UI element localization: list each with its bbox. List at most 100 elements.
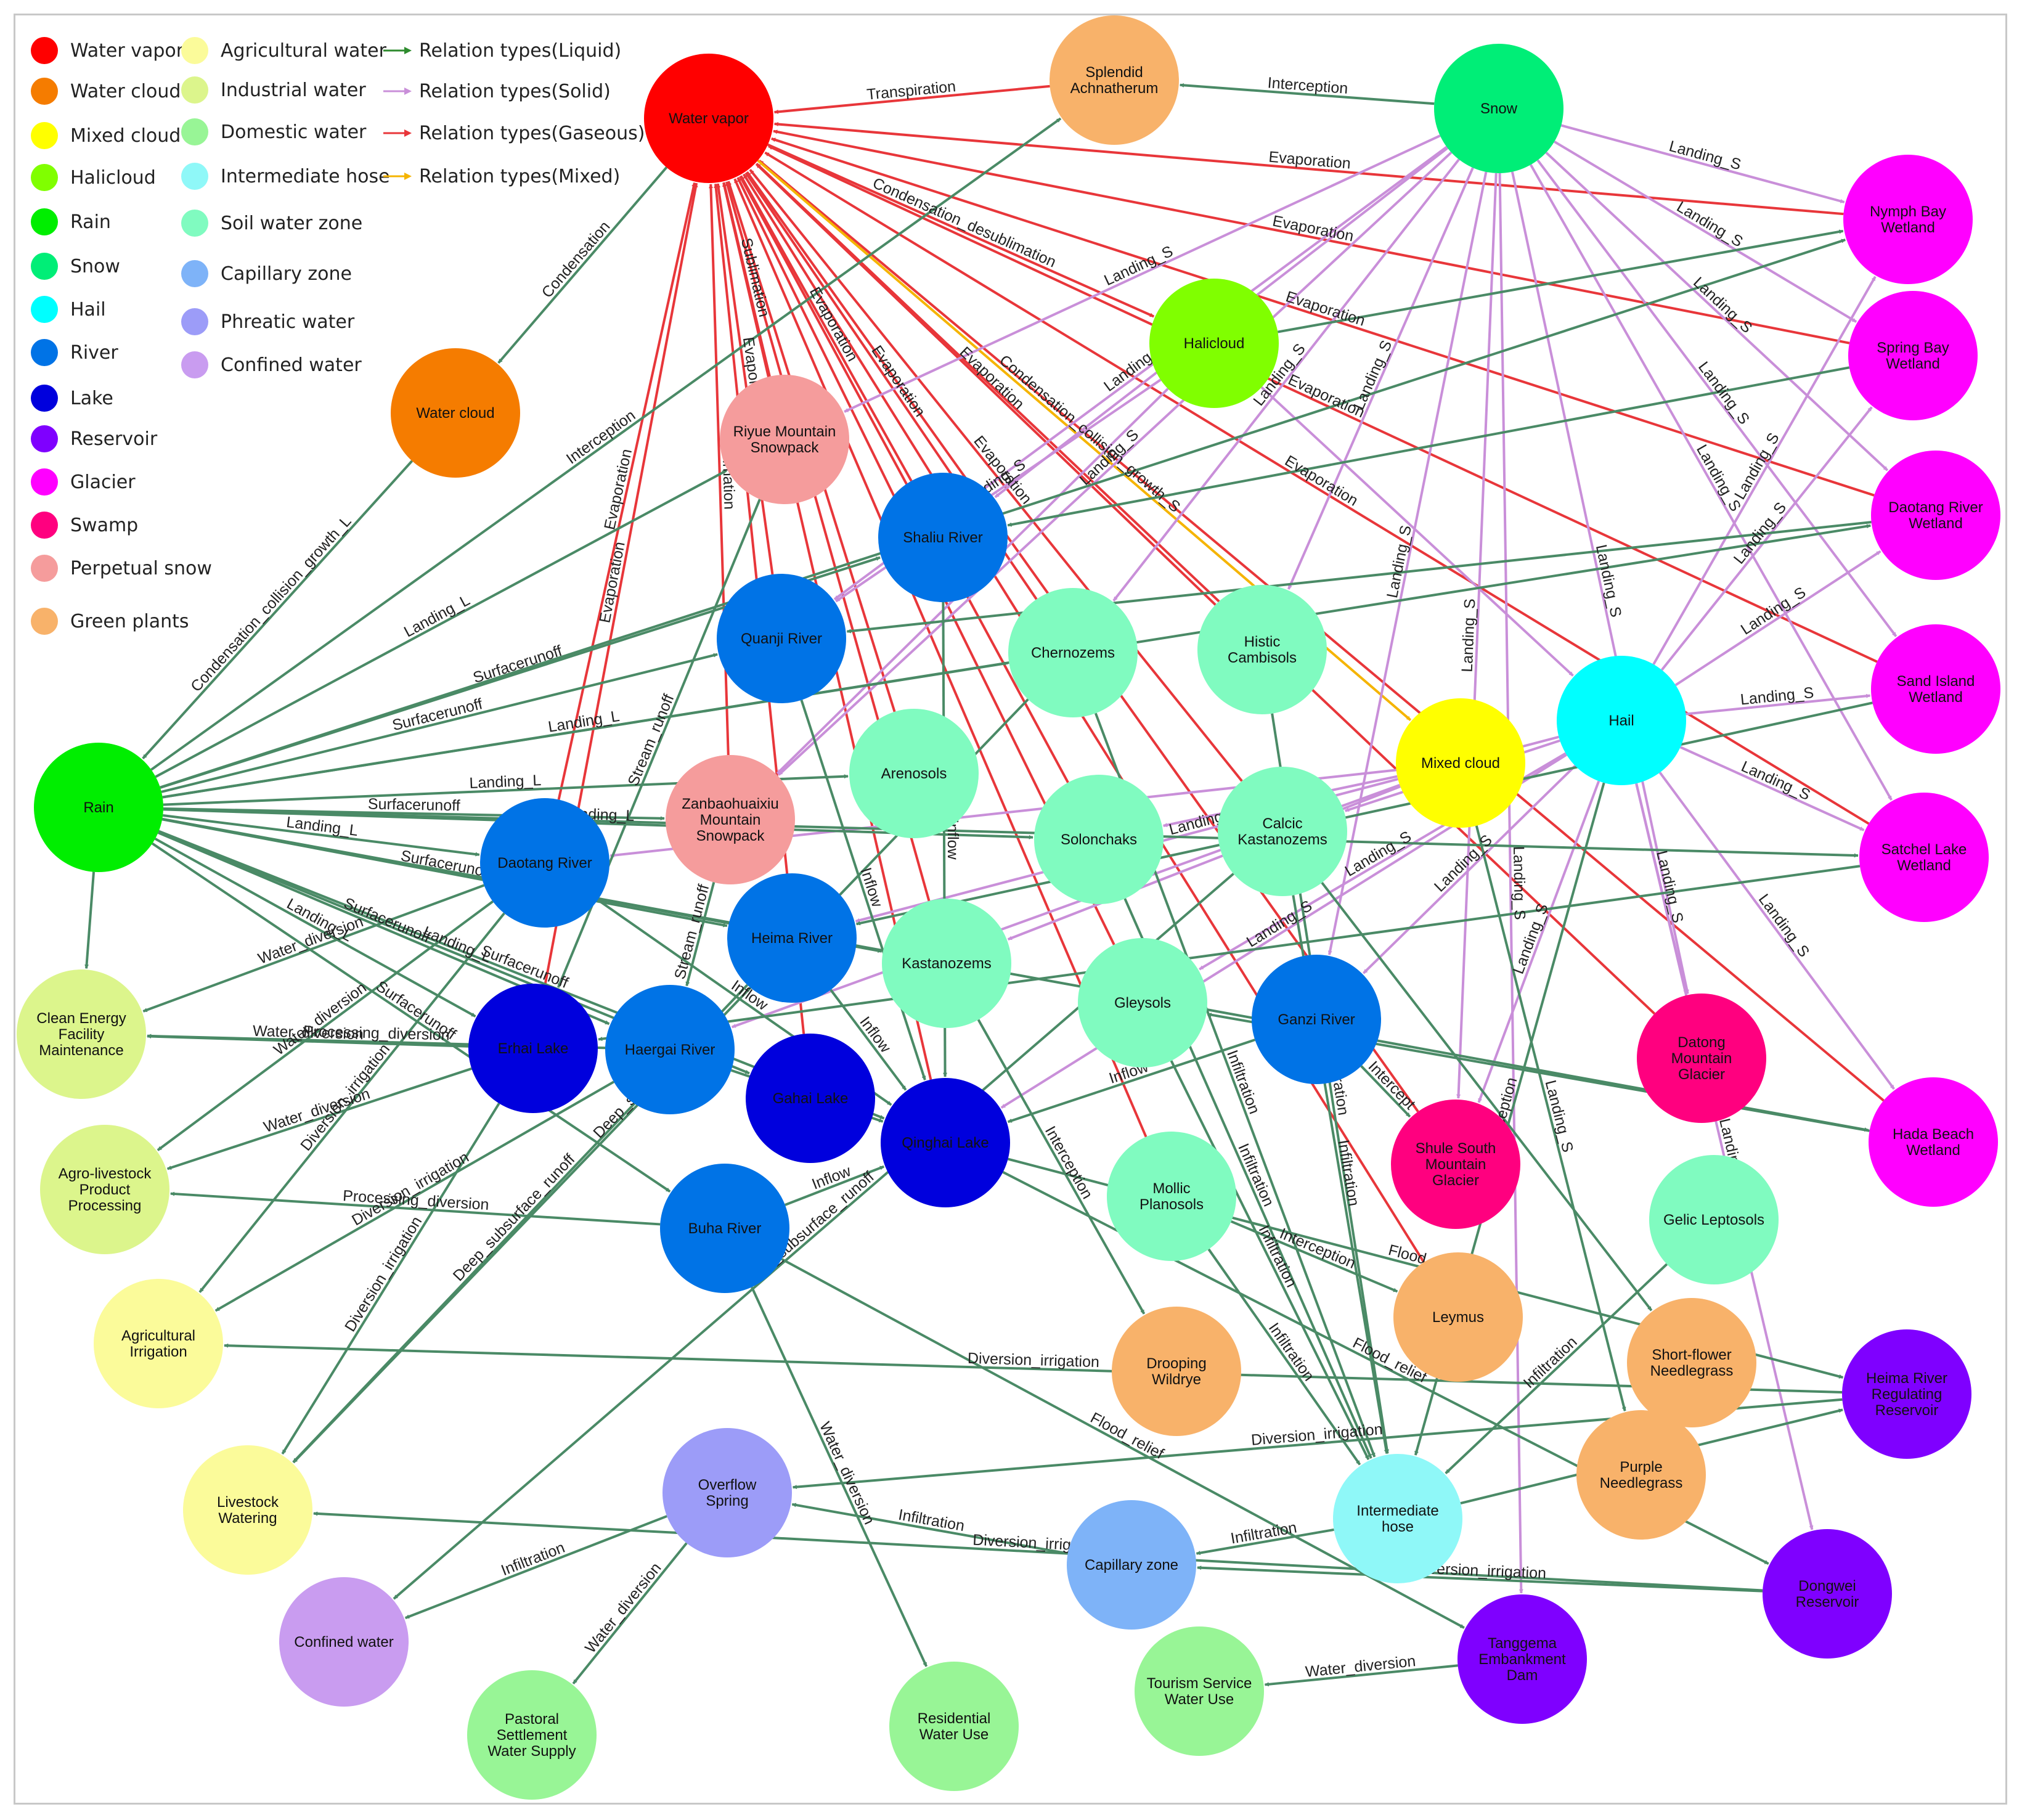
node-circle-wc[interactable]: [391, 348, 520, 478]
node-circle-leymus[interactable]: [1393, 1252, 1523, 1382]
node-circle-rain[interactable]: [34, 743, 163, 872]
node-erhai[interactable]: Erhai Lake: [468, 984, 598, 1113]
node-circle-spl[interactable]: [1050, 15, 1179, 145]
node-circle-hail[interactable]: [1557, 656, 1686, 785]
node-gley[interactable]: Gleysols: [1078, 938, 1207, 1067]
node-circle-buha[interactable]: [660, 1164, 789, 1293]
node-cherno[interactable]: Chernozems: [1008, 588, 1138, 717]
node-circle-tanggema[interactable]: [1457, 1594, 1587, 1724]
node-circle-tourism[interactable]: [1135, 1626, 1264, 1756]
node-circle-purple[interactable]: [1576, 1410, 1706, 1540]
node-circle-agro[interactable]: [40, 1125, 169, 1254]
node-circle-mollic[interactable]: [1107, 1132, 1236, 1261]
node-wv[interactable]: Water vapor: [644, 54, 773, 183]
node-circle-kastan[interactable]: [882, 899, 1011, 1028]
node-circle-haergai[interactable]: [605, 985, 735, 1114]
node-gahai[interactable]: Gahai Lake: [746, 1034, 875, 1163]
node-circle-calcic[interactable]: [1218, 767, 1347, 896]
node-rain[interactable]: Rain: [34, 743, 163, 872]
node-circle-hal[interactable]: [1149, 279, 1279, 408]
node-circle-satchel[interactable]: [1859, 793, 1989, 922]
node-circle-daotang[interactable]: [480, 798, 609, 928]
node-circle-dongwei[interactable]: [1763, 1529, 1892, 1659]
node-wc[interactable]: Water cloud: [391, 348, 520, 478]
node-quanji[interactable]: Quanji River: [717, 574, 846, 703]
node-circle-ganzi[interactable]: [1252, 955, 1381, 1084]
node-circle-overflow[interactable]: [662, 1428, 792, 1557]
node-snow[interactable]: Snow: [1434, 44, 1563, 173]
node-circle-gelic[interactable]: [1649, 1155, 1779, 1284]
node-circle-qinghai[interactable]: [881, 1078, 1010, 1207]
node-circle-snow[interactable]: [1434, 44, 1563, 173]
node-circle-gahai[interactable]: [746, 1034, 875, 1163]
node-circle-shortf[interactable]: [1627, 1298, 1756, 1427]
node-circle-spring[interactable]: [1848, 291, 1978, 420]
node-circle-capil[interactable]: [1067, 1500, 1196, 1630]
node-circle-mixedc[interactable]: [1396, 698, 1525, 828]
node-circle-erhai[interactable]: [468, 984, 598, 1113]
node-circle-livestock[interactable]: [183, 1445, 312, 1575]
node-capil[interactable]: Capillary zone: [1067, 1500, 1196, 1630]
node-heima[interactable]: Heima River: [727, 873, 857, 1003]
node-circle-quanji[interactable]: [717, 574, 846, 703]
node-circle-clean[interactable]: [17, 969, 146, 1099]
node-circle-sandi[interactable]: [1871, 624, 2000, 754]
node-hal[interactable]: Halicloud: [1149, 279, 1279, 408]
node-circle-pastoral[interactable]: [467, 1670, 597, 1800]
node-solon[interactable]: Solonchaks: [1034, 775, 1164, 904]
node-circle-heimares[interactable]: [1842, 1329, 1971, 1459]
node-circle-nymph[interactable]: [1843, 155, 1973, 284]
node-leymus[interactable]: Leymus: [1393, 1252, 1523, 1382]
node-circle-hada[interactable]: [1869, 1077, 1998, 1207]
node-buha[interactable]: Buha River: [660, 1164, 789, 1293]
node-circle-cherno[interactable]: [1008, 588, 1138, 717]
node-circle-histic[interactable]: [1197, 585, 1327, 714]
node-haergai[interactable]: Haergai River: [605, 985, 735, 1114]
node-circle-riyue[interactable]: [720, 375, 849, 504]
node-shaliu[interactable]: Shaliu River: [878, 473, 1008, 602]
node-circle-zanbao[interactable]: [666, 755, 795, 884]
node-circle-drooping[interactable]: [1112, 1307, 1241, 1436]
node-confined[interactable]: Confined water: [279, 1577, 409, 1707]
node-circle-heima[interactable]: [727, 873, 857, 1003]
node-circle-datong[interactable]: [1637, 994, 1766, 1123]
node-circle-agri[interactable]: [94, 1279, 223, 1408]
node-gelic[interactable]: Gelic Leptosols: [1649, 1155, 1779, 1284]
node-circle-wv[interactable]: [644, 54, 773, 183]
node-circle-inter[interactable]: [1333, 1454, 1462, 1583]
node-daotang[interactable]: Daotang River: [480, 798, 609, 928]
node-circle-confined[interactable]: [279, 1577, 409, 1707]
node-circle-shule[interactable]: [1391, 1100, 1520, 1229]
node-ganzi[interactable]: Ganzi River: [1252, 955, 1381, 1084]
node-mixedc[interactable]: Mixed cloud: [1396, 698, 1525, 828]
node-areno[interactable]: Arenosols: [849, 709, 979, 838]
node-qinghai[interactable]: Qinghai Lake: [881, 1078, 1010, 1207]
